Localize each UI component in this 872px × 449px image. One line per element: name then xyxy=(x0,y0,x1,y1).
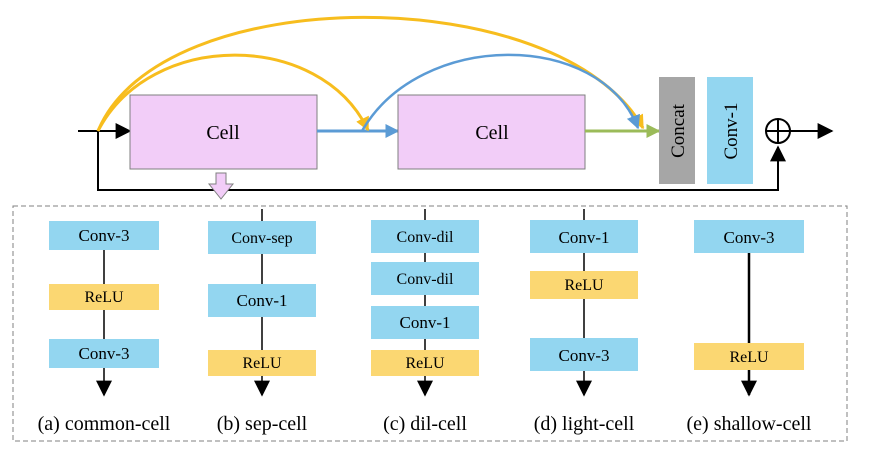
light-relu-label: ReLU xyxy=(564,277,604,294)
sep-cell-caption: (b) sep-cell xyxy=(217,413,308,435)
dil-cell-caption: (c) dil-cell xyxy=(383,413,467,435)
shallow-conv3-box xyxy=(694,220,804,253)
sep-relu-box xyxy=(208,350,316,376)
light-conv3-label: Conv-3 xyxy=(559,346,610,365)
light-conv3-box xyxy=(530,338,638,371)
shallow-cell-caption: (e) shallow-cell xyxy=(687,413,812,435)
dil-conv1-label: Conv-1 xyxy=(400,313,451,332)
light-conv1-box xyxy=(530,220,638,253)
common-cell-caption: (a) common-cell xyxy=(38,413,171,435)
dil-relu-box xyxy=(371,350,479,376)
light-cell-caption: (d) light-cell xyxy=(534,413,635,435)
common-relu-label: ReLU xyxy=(84,289,124,306)
cell-2-box xyxy=(397,94,586,170)
sep-cell-group: Conv-sep Conv-1 ReLU (b) sep-cell xyxy=(208,209,316,435)
input-to-cell2-yellow-arc xyxy=(96,53,370,132)
shallow-relu-label: ReLU xyxy=(729,349,769,366)
common-conv3-bottom-label: Conv-3 xyxy=(79,344,130,363)
common-conv3-top-box xyxy=(49,221,159,250)
cell-1-box xyxy=(129,94,318,170)
dil-convdil-1-label: Conv-dil xyxy=(397,229,454,246)
expand-down-arrow-icon xyxy=(207,172,235,200)
cell1-to-concat-blue-arc xyxy=(360,53,640,132)
dil-convdil-2-box xyxy=(371,262,479,295)
dil-convdil-2-label: Conv-dil xyxy=(397,271,454,288)
cell-2-label: Cell xyxy=(475,122,509,144)
shallow-conv3-label: Conv-3 xyxy=(724,228,775,247)
conv1-box xyxy=(707,77,753,184)
sep-conv1-box xyxy=(208,284,316,317)
cell-variants-panel xyxy=(12,205,848,442)
sep-convsep-box xyxy=(208,221,316,254)
light-relu-box xyxy=(530,271,638,299)
dil-relu-label: ReLU xyxy=(405,355,445,372)
common-cell-group: Conv-3 ReLU Conv-3 (a) common-cell xyxy=(38,221,171,435)
sep-relu-label: ReLU xyxy=(242,355,282,372)
dil-conv1-box xyxy=(371,306,479,339)
shallow-cell-group: Conv-3 ReLU (e) shallow-cell xyxy=(687,220,812,435)
common-relu-box xyxy=(49,284,159,310)
concat-box xyxy=(659,77,695,184)
dil-cell-group: Conv-dil Conv-dil Conv-1 ReLU (c) dil-ce… xyxy=(371,209,479,435)
conv1-label: Conv-1 xyxy=(721,103,742,160)
skip-connection-line xyxy=(97,131,786,191)
common-conv3-bottom-box xyxy=(49,339,159,368)
light-cell-group: Conv-1 ReLU Conv-3 (d) light-cell xyxy=(530,209,638,435)
shallow-relu-box xyxy=(694,343,804,370)
common-conv3-top-label: Conv-3 xyxy=(79,226,130,245)
cell-1-label: Cell xyxy=(206,122,240,144)
sep-conv1-label: Conv-1 xyxy=(237,291,288,310)
sep-convsep-label: Conv-sep xyxy=(231,230,292,247)
dil-convdil-1-box xyxy=(371,220,479,253)
concat-label: Concat xyxy=(668,103,689,158)
light-conv1-label: Conv-1 xyxy=(559,228,610,247)
